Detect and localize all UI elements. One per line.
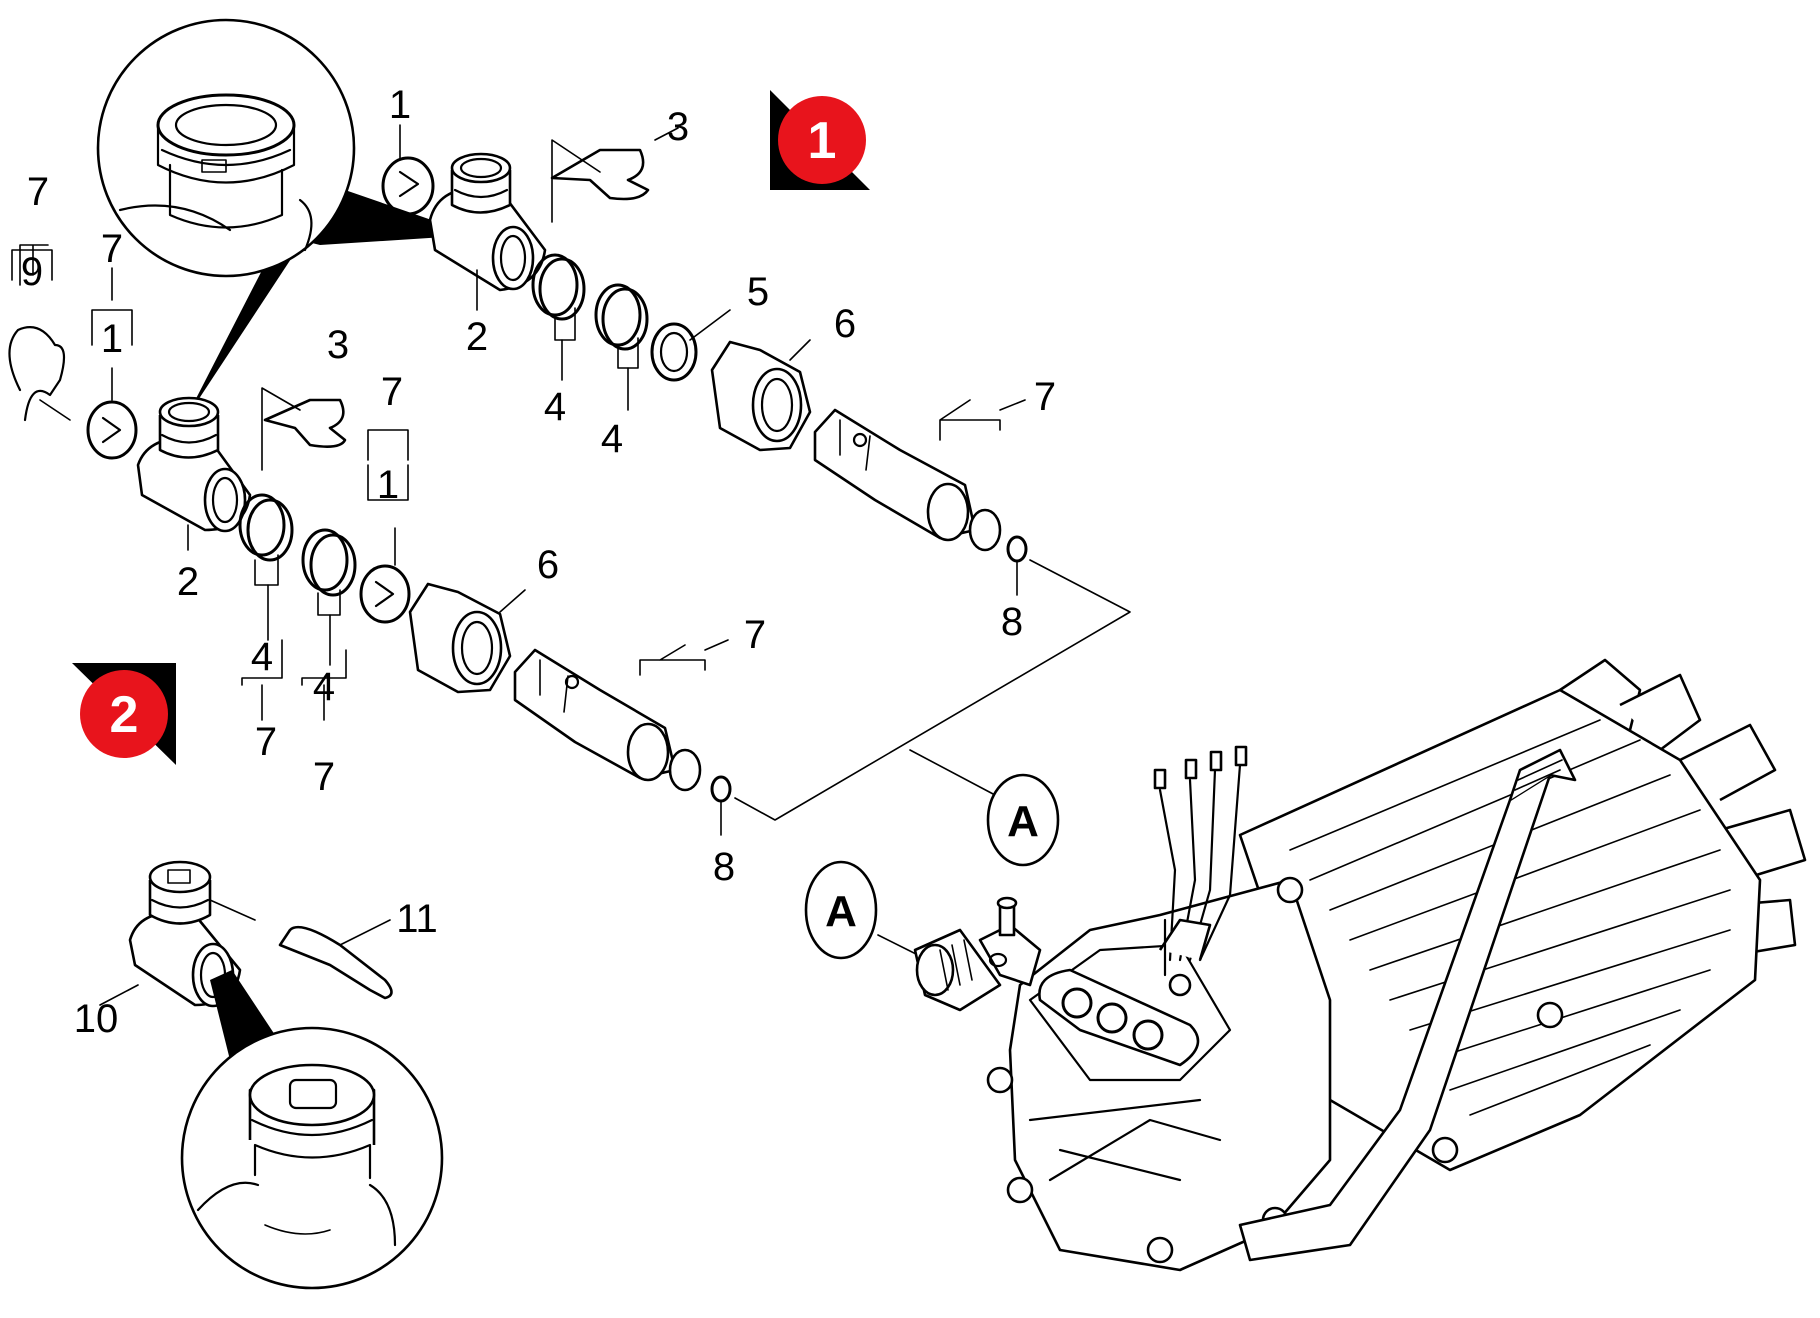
- connector-a-2-text: A: [825, 887, 857, 936]
- retaining-clip-low: [263, 398, 347, 448]
- callout-4b-top: 4: [601, 417, 623, 461]
- callout-7-over-1-mid: 7: [381, 370, 403, 414]
- callout-7-over-9: 7: [27, 170, 49, 214]
- o-ring-low-b: [301, 528, 349, 592]
- callout-6-low: 6: [537, 543, 559, 587]
- valve-insert-low: [513, 648, 702, 792]
- motor-pump-unit: [913, 658, 1807, 1272]
- callout-6-top: 6: [834, 302, 856, 346]
- upper-assembly: [381, 124, 1028, 596]
- callout-labels: 1 3 2 4 4 5 6 7 8 7 9 7 1 3 2 7 1 4 7 4 …: [21, 83, 1056, 1041]
- lower-assembly: [8, 244, 1131, 836]
- callout-1-mid: 1: [377, 463, 399, 507]
- washer-top: [650, 322, 698, 382]
- valve-plate: [1038, 968, 1200, 1067]
- union-nut-top: [710, 340, 812, 452]
- clip-9-part: [8, 326, 66, 422]
- motor-wires: [1158, 763, 1242, 962]
- o-ring-top-a: [531, 253, 579, 317]
- small-ring-top: [1006, 535, 1028, 563]
- retaining-clip-top: [550, 148, 650, 201]
- variant-badge-1: 1: [770, 90, 870, 190]
- callout-3-top: 3: [667, 105, 689, 149]
- small-ring-low: [710, 775, 732, 803]
- callout-4a-low: 4: [251, 635, 273, 679]
- connector-a-2: A: [804, 860, 878, 960]
- callout-1-top: 1: [389, 83, 411, 127]
- clip-ring-1-top: [381, 156, 435, 216]
- elbow-fitting-assembly: [99, 860, 393, 1060]
- bolt: [1536, 1001, 1564, 1029]
- callout-7-over-1-left: 7: [101, 227, 123, 271]
- callout-7-low: 7: [744, 613, 766, 657]
- tee-fitting-top: [428, 152, 547, 292]
- callout-7-under-4a: 7: [255, 720, 277, 764]
- magnifier-detail-top: [96, 18, 475, 420]
- connector-a-1-text: A: [1007, 797, 1039, 846]
- outlet-pipe: [1238, 773, 1552, 1262]
- callout-5-top: 5: [747, 270, 769, 314]
- bolt: [1006, 1176, 1034, 1204]
- variant-number-2: 2: [110, 686, 139, 744]
- connector-a-1: A: [986, 773, 1060, 867]
- callout-2-low: 2: [177, 560, 199, 604]
- callout-8-low: 8: [713, 845, 735, 889]
- callout-3-low: 3: [327, 323, 349, 367]
- union-nut-low: [408, 582, 512, 694]
- valve-insert-top: [813, 408, 1002, 552]
- bolt: [1276, 876, 1304, 904]
- callout-9: 9: [21, 250, 43, 294]
- bolt: [986, 1066, 1014, 1094]
- callout-11: 11: [396, 897, 438, 941]
- callout-8-top: 8: [1001, 600, 1023, 644]
- clip-ring-1-low: [86, 400, 138, 460]
- motor-fins: [1559, 658, 1807, 957]
- clip-ring-1-mid: [359, 564, 411, 624]
- callout-4b-low: 4: [313, 665, 335, 709]
- clip-11-part: [278, 925, 393, 1000]
- tee-fitting-low: [136, 396, 252, 533]
- callout-7-top: 7: [1034, 375, 1056, 419]
- callout-7-under-4b: 7: [313, 755, 335, 799]
- callout-2-top: 2: [466, 315, 488, 359]
- variant-number-1: 1: [808, 112, 837, 170]
- callout-1-left: 1: [101, 317, 123, 361]
- magnifier-detail-bottom: [180, 1026, 444, 1290]
- bolt: [1146, 1236, 1174, 1264]
- motor-housing: [1238, 688, 1762, 1172]
- pump-head: [1008, 878, 1332, 1272]
- bolt: [1431, 1136, 1459, 1164]
- variant-badge-2: 2: [72, 663, 176, 765]
- o-ring-low-a: [238, 493, 286, 557]
- label-brackets: [11, 249, 409, 461]
- callout-10: 10: [74, 997, 119, 1041]
- callout-4a-top: 4: [544, 385, 566, 429]
